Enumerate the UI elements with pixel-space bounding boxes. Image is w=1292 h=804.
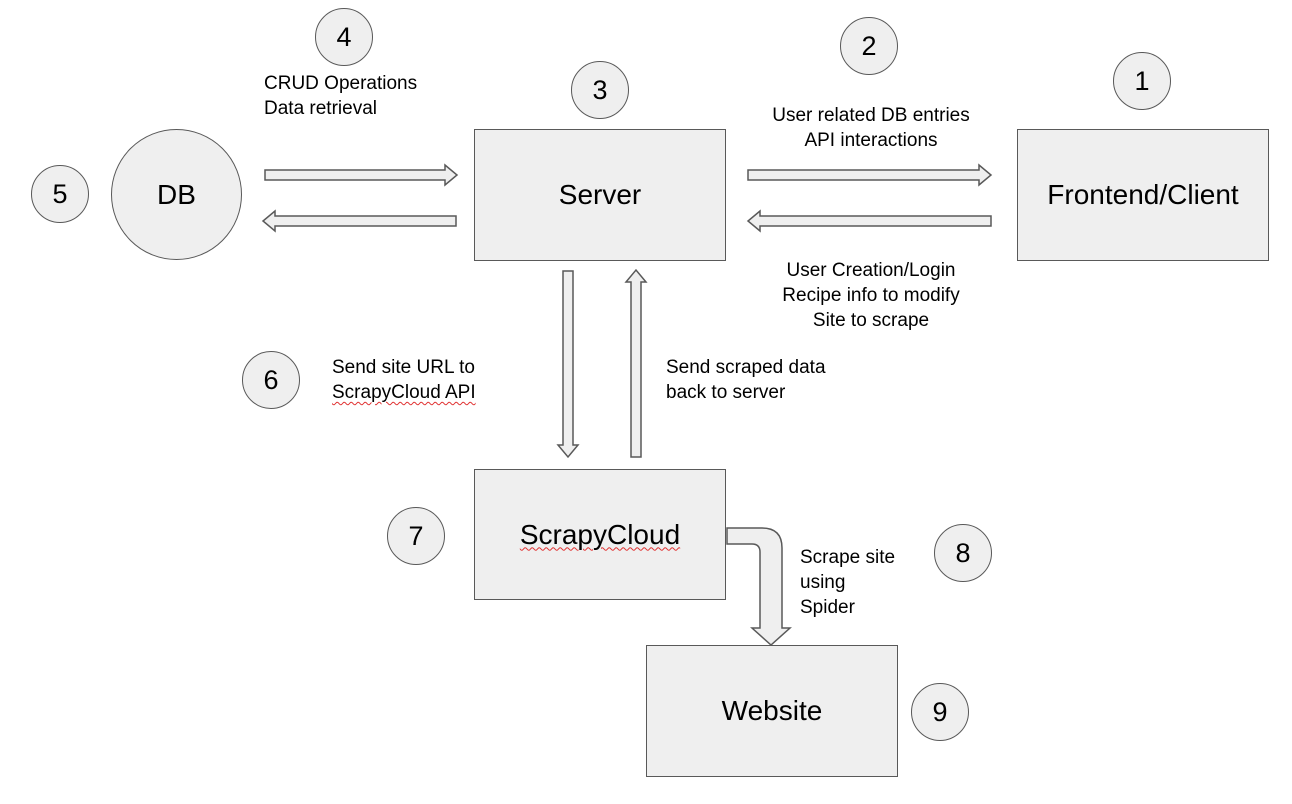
frontend-client-node: Frontend/Client xyxy=(1017,129,1269,261)
step-number: 1 xyxy=(1134,65,1150,96)
step-badge-1: 1 xyxy=(1113,52,1171,110)
step-number: 7 xyxy=(408,520,424,551)
step-number: 6 xyxy=(263,364,279,395)
frontend-client-label: Frontend/Client xyxy=(1047,179,1239,210)
scrapycloud-node: ScrapyCloud xyxy=(474,469,726,600)
step-number: 5 xyxy=(52,178,68,209)
step-badge-8: 8 xyxy=(934,524,992,582)
label-line: back to server xyxy=(666,382,786,403)
label-line: User related DB entries xyxy=(772,105,970,126)
label-line: Send scraped data xyxy=(666,357,826,378)
step-badge-7: 7 xyxy=(387,507,445,565)
label-line: Recipe info to modify xyxy=(782,285,960,306)
step-badge-3: 3 xyxy=(571,61,629,119)
step-number: 4 xyxy=(336,21,352,52)
step-number: 2 xyxy=(861,30,877,61)
label-line: Data retrieval xyxy=(264,98,377,119)
label-user-related-db: User related DB entries API interactions xyxy=(758,103,984,153)
step-badge-2: 2 xyxy=(840,17,898,75)
label-user-creation: User Creation/Login Recipe info to modif… xyxy=(751,258,991,333)
step-badge-6: 6 xyxy=(242,351,300,409)
arrow-db-to-server xyxy=(264,163,459,187)
label-line: User Creation/Login xyxy=(786,260,956,281)
step-number: 8 xyxy=(955,537,971,568)
label-send-scraped-data: Send scraped data back to server xyxy=(666,355,826,405)
arrow-server-to-frontend xyxy=(747,163,993,187)
label-send-site-url: Send site URL to ScrapyCloud API xyxy=(332,355,476,405)
label-line: ScrapyCloud API xyxy=(332,382,476,403)
step-number: 3 xyxy=(592,74,608,105)
website-node: Website xyxy=(646,645,898,777)
scrapycloud-label: ScrapyCloud xyxy=(519,518,681,550)
label-line: CRUD Operations xyxy=(264,73,418,94)
step-number: 9 xyxy=(932,696,948,727)
step-badge-5: 5 xyxy=(31,165,89,223)
label-scrape-site: Scrape site using Spider xyxy=(800,545,895,620)
arrow-server-to-db xyxy=(261,209,457,233)
db-label: DB xyxy=(157,178,196,210)
db-node: DB xyxy=(111,129,242,260)
label-line: API interactions xyxy=(804,130,938,151)
label-line: Scrape site xyxy=(800,547,896,568)
arrow-scrapycloud-to-website xyxy=(726,527,792,647)
label-crud-operations: CRUD Operations Data retrieval xyxy=(264,71,417,121)
server-node: Server xyxy=(474,129,726,261)
label-line: Send site URL to xyxy=(332,357,475,378)
server-label: Server xyxy=(558,179,642,210)
website-label: Website xyxy=(721,695,823,726)
arrow-frontend-to-server xyxy=(746,209,992,233)
label-line: Spider xyxy=(800,597,855,618)
step-badge-9: 9 xyxy=(911,683,969,741)
label-line: Site to scrape xyxy=(812,310,930,331)
step-badge-4: 4 xyxy=(315,8,373,66)
arrow-server-to-scrapycloud xyxy=(556,270,580,459)
label-line: using xyxy=(800,572,846,593)
arrow-scrapycloud-to-server xyxy=(624,268,648,458)
